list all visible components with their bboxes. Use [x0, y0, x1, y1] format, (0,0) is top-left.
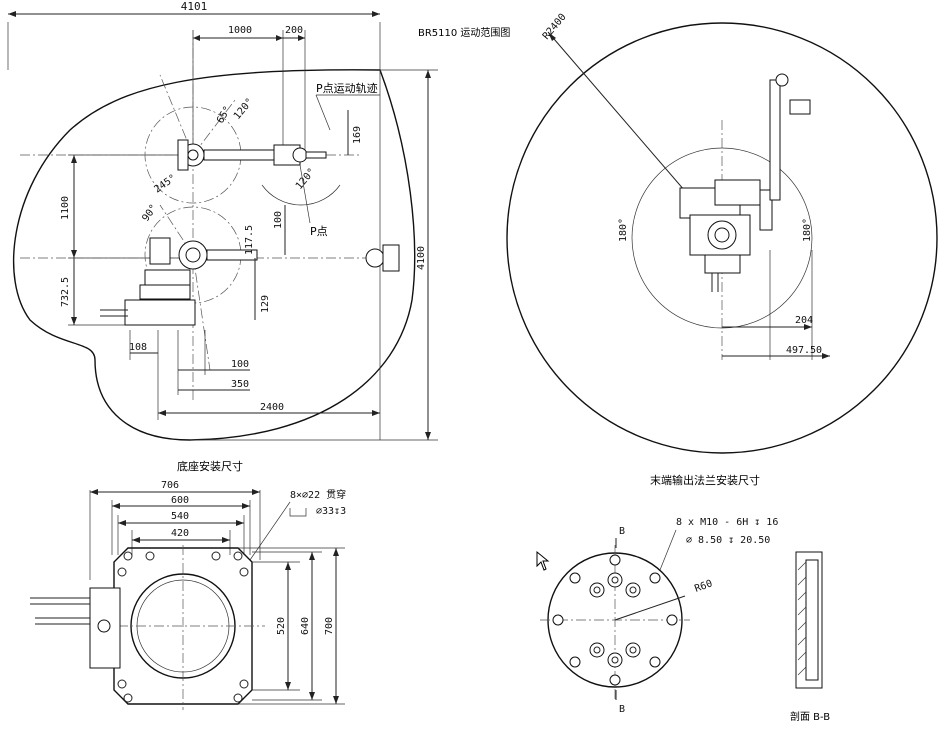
base-mounting-holes — [117, 551, 249, 703]
robot-top — [679, 73, 811, 292]
dim-520: 520 — [276, 617, 287, 635]
dim-108: 108 — [129, 342, 147, 353]
section-b-b — [795, 551, 823, 689]
dim-200: 200 — [285, 25, 303, 36]
angle-120-lower: 120° — [294, 166, 318, 192]
dim-129: 129 — [260, 295, 271, 313]
dim-1000: 1000 — [228, 25, 252, 36]
angle-120-upper: 120° — [232, 96, 256, 122]
flange-bolt-holes — [552, 554, 678, 686]
dim-540: 540 — [171, 511, 189, 522]
dim-420: 420 — [171, 528, 189, 539]
angle-90: 90° — [140, 203, 159, 224]
dim-700: 700 — [324, 617, 335, 635]
p-point-label: P点 — [310, 225, 328, 238]
flange-title: 末端输出法兰安装尺寸 — [650, 473, 760, 487]
top-view: R2400 180° 180° 204 497.50 — [506, 12, 938, 454]
dim-204: 204 — [795, 315, 813, 326]
flange-view: 末端输出法兰安装尺寸 8 x M10 - 6H ↧ 16 ∅ 8.50 ↧ 20… — [540, 473, 830, 723]
outer-reach-circle — [506, 22, 938, 454]
dim-169: 169 — [352, 126, 363, 144]
dim-640: 640 — [300, 617, 311, 635]
dim-4100: 4100 — [416, 246, 427, 270]
section-mark-bottom: B — [619, 704, 625, 715]
base-mount-title: 底座安装尺寸 — [177, 459, 243, 473]
angle-245: 245° — [152, 173, 178, 196]
flange-thread-note: 8 x M10 - 6H ↧ 16 — [676, 517, 778, 528]
hole-note-counterbore: ∅33↧3 — [316, 506, 346, 517]
dim-706: 706 — [161, 480, 179, 491]
dim-100-vertical: 100 — [273, 211, 284, 229]
dim-600: 600 — [171, 495, 189, 506]
flange-pin-note: ∅ 8.50 ↧ 20.50 — [686, 535, 770, 546]
mouse-cursor-icon — [536, 550, 550, 571]
hole-note-main: 8×∅22 贯穿 — [290, 488, 346, 501]
robot-arm-side — [100, 139, 400, 326]
side-view: 4101 1000 200 4100 1100 732.5 — [7, 0, 438, 441]
flange-pin-holes — [589, 572, 641, 668]
dim-4101: 4101 — [181, 0, 208, 13]
dim-100-base: 100 — [231, 359, 249, 370]
section-mark-top: B — [619, 526, 625, 537]
section-label: 剖面 B-B — [790, 710, 830, 723]
p-track-label: P点运动轨迹 — [316, 81, 378, 95]
dim-2400: 2400 — [260, 402, 284, 413]
flange-radius-r60: R60 — [693, 578, 714, 595]
dim-732-5: 732.5 — [60, 277, 71, 307]
base-mount-view: 底座安装尺寸 706 600 540 420 8×∅22 贯穿 ∅33↧3 — [30, 459, 346, 710]
dim-117-5: 117.5 — [244, 225, 255, 255]
dim-1100: 1100 — [60, 196, 71, 220]
dim-350: 350 — [231, 379, 249, 390]
motion-envelope-outline — [12, 69, 416, 441]
angle-180-left: 180° — [618, 218, 629, 242]
angle-180-right: 180° — [802, 218, 813, 242]
dim-497-50: 497.50 — [786, 345, 822, 356]
motion-range-title: BR5110 运动范围图 — [418, 26, 510, 39]
